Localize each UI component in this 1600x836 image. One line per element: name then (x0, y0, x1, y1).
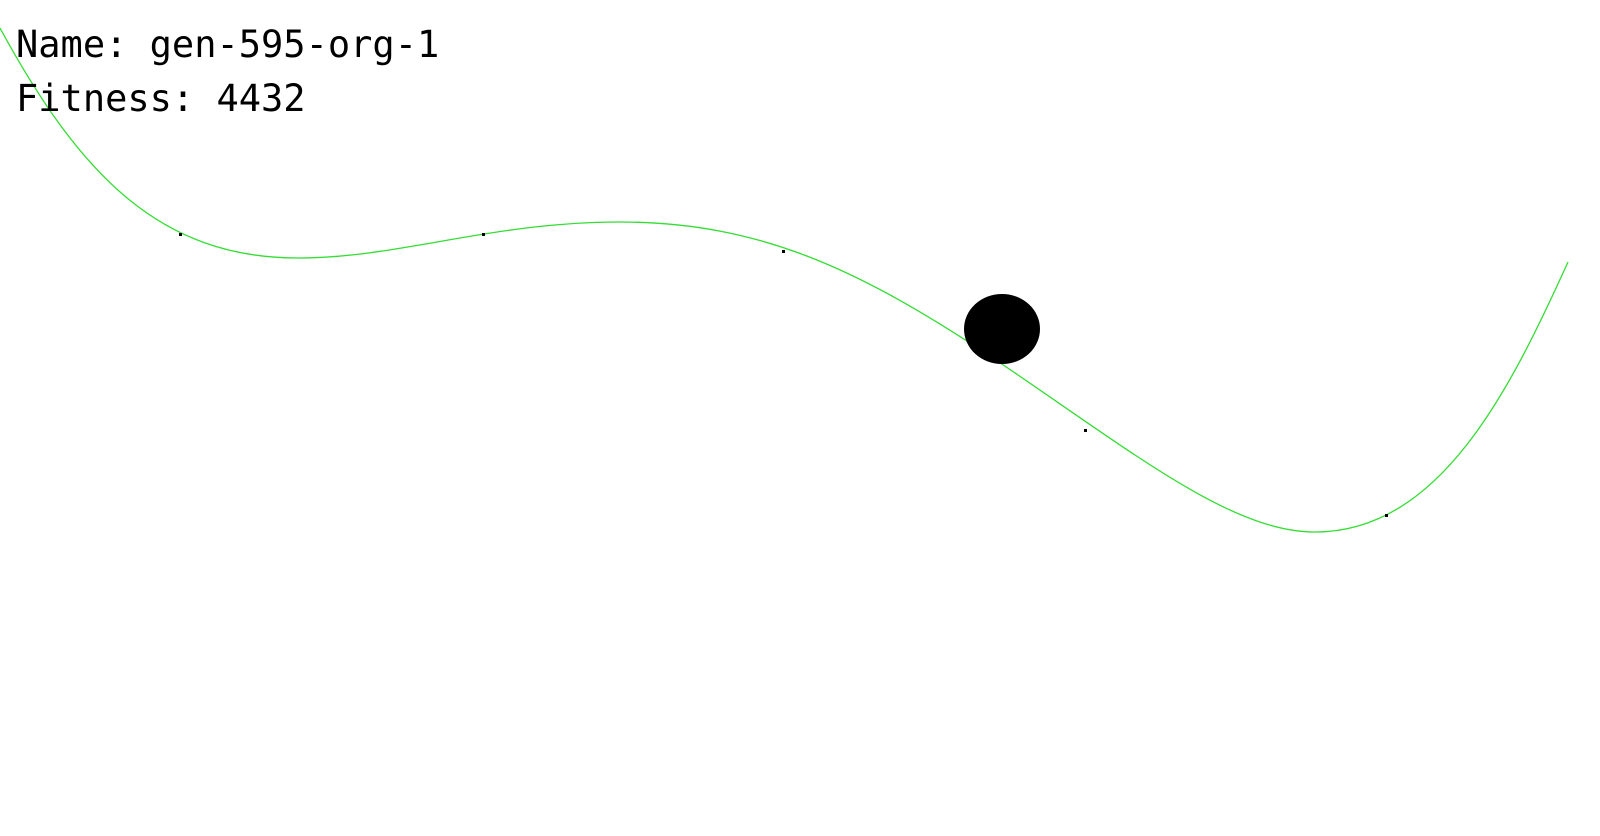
control-point (1385, 514, 1388, 517)
fitness-label: Fitness: 4432 (16, 77, 306, 120)
ball (964, 294, 1040, 364)
control-point (179, 233, 182, 236)
organism-name-label: Name: gen-595-org-1 (16, 23, 440, 66)
control-point (782, 250, 785, 253)
terrain-curve (0, 27, 1569, 533)
hud: Name: gen-595-org-1 Fitness: 4432 (16, 18, 439, 126)
control-point (482, 233, 485, 236)
control-point (1084, 429, 1087, 432)
